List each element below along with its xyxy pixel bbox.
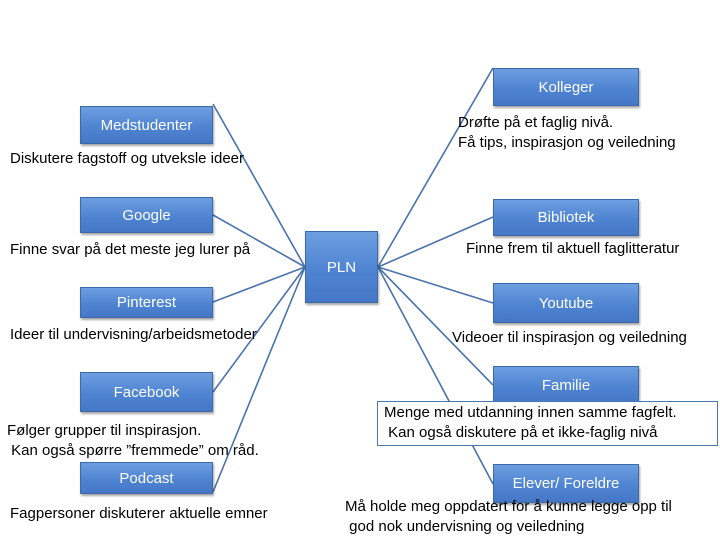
connector-facebook [212, 266, 306, 393]
node-medstudenter: Medstudenter [80, 106, 213, 144]
desc-medstudenter: Diskutere fagstoff og utveksle ideer [10, 150, 245, 167]
desc-bibliotek: Finne frem til aktuell faglitteratur [466, 240, 680, 257]
connector-kolleger [377, 67, 494, 268]
desc-elever-foreldre: Må holde meg oppdatert for å kunne legge… [345, 498, 672, 535]
node-pinterest: Pinterest [80, 287, 213, 318]
connector-bibliotek [377, 216, 494, 268]
desc-kolleger: Drøfte på et faglig nivå. Få tips, inspi… [458, 114, 676, 151]
connector-google [212, 214, 306, 268]
desc-youtube: Videoer til inspirasjon og veiledning [452, 329, 687, 346]
desc-familie: Menge med utdanning innen samme fagfelt.… [377, 401, 718, 446]
node-familie: Familie [493, 366, 639, 404]
desc-facebook: Følger grupper til inspirasjon. Kan også… [7, 422, 259, 459]
desc-podcast: Fagpersoner diskuterer aktuelle emner [10, 505, 268, 522]
desc-pinterest: Ideer til undervisning/arbeidsmetoder [10, 326, 257, 343]
connector-pinterest [212, 266, 306, 303]
node-podcast: Podcast [80, 462, 213, 494]
connector-medstudenter [212, 103, 306, 268]
node-bibliotek: Bibliotek [493, 199, 639, 236]
connector-podcast [212, 266, 306, 493]
node-kolleger: Kolleger [493, 68, 639, 106]
node-youtube: Youtube [493, 283, 639, 323]
connector-youtube [377, 266, 494, 304]
desc-google: Finne svar på det meste jeg lurer på [10, 241, 251, 258]
connector-elever-foreldre [377, 266, 494, 485]
connector-familie [377, 266, 494, 386]
node-facebook: Facebook [80, 372, 213, 412]
node-elever-foreldre: Elever/ Foreldre [493, 464, 639, 503]
node-pln: PLN [305, 231, 378, 303]
node-google: Google [80, 197, 213, 233]
